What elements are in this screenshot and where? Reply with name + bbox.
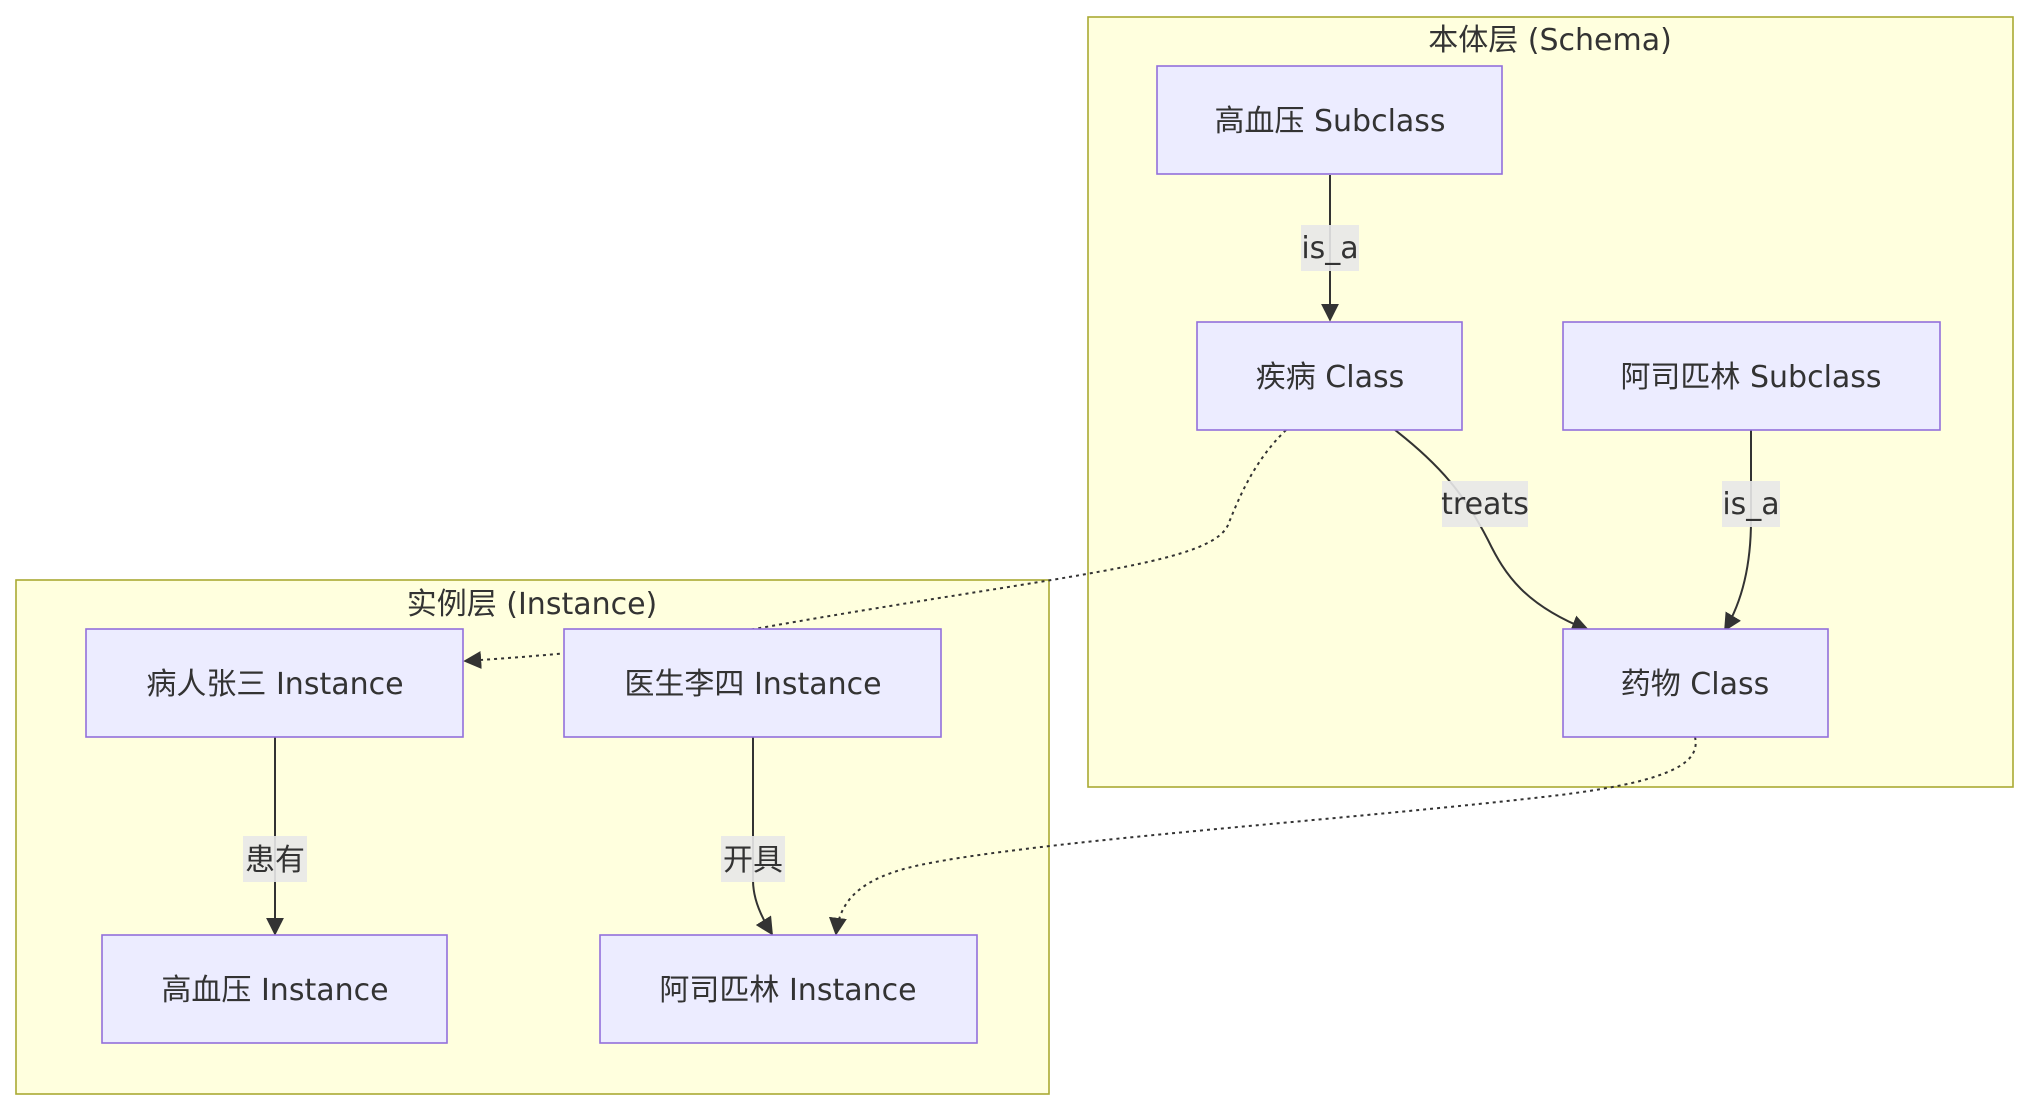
node-label: 高血压 Subclass xyxy=(1214,104,1445,139)
node-doctor-instance[interactable]: 医生李四 Instance xyxy=(563,628,942,738)
node-label: 医生李四 Instance xyxy=(624,667,881,702)
edge-label-prescribes: 开具 xyxy=(723,843,783,878)
edge-disease-to-drug xyxy=(1394,429,1590,633)
node-aspirin-subclass[interactable]: 阿司匹林 Subclass xyxy=(1562,321,1941,431)
node-aspirin-instance[interactable]: 阿司匹林 Instance xyxy=(599,934,978,1044)
instance-cluster-title: 实例层 (Instance) xyxy=(407,587,658,622)
node-hypertension-instance[interactable]: 高血压 Instance xyxy=(101,934,448,1044)
node-label: 阿司匹林 Subclass xyxy=(1620,360,1881,395)
node-label: 高血压 Instance xyxy=(161,973,388,1008)
node-patient-instance[interactable]: 病人张三 Instance xyxy=(85,628,464,738)
edge-label-treats: treats xyxy=(1441,487,1529,522)
edge-label-is-a-1: is_a xyxy=(1301,231,1358,266)
node-hypertension-subclass[interactable]: 高血压 Subclass xyxy=(1156,65,1503,175)
edge-label-is-a-2: is_a xyxy=(1722,487,1779,522)
node-label: 病人张三 Instance xyxy=(146,667,403,702)
node-disease-class[interactable]: 疾病 Class xyxy=(1196,321,1463,431)
node-label: 药物 Class xyxy=(1621,667,1769,702)
edge-label-suffers: 患有 xyxy=(245,843,305,878)
edge-labels: is_a treats is_a 患有 开具 xyxy=(243,225,1780,882)
schema-cluster-title: 本体层 (Schema) xyxy=(1428,23,1672,58)
node-label: 疾病 Class xyxy=(1256,360,1404,395)
node-label: 阿司匹林 Instance xyxy=(659,973,916,1008)
node-drug-class[interactable]: 药物 Class xyxy=(1562,628,1829,738)
